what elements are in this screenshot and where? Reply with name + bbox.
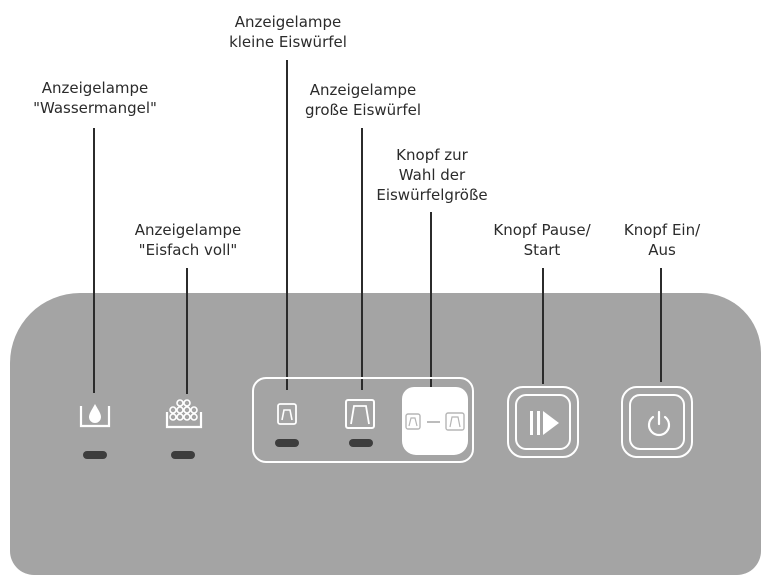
label-line: Eiswürfelgröße xyxy=(376,186,488,204)
small-ice-led xyxy=(275,439,299,447)
play-pause-icon xyxy=(530,411,559,435)
leader-ice-full xyxy=(186,268,188,394)
leader-water-shortage xyxy=(93,128,95,393)
water-drop-in-tray-icon xyxy=(79,404,111,428)
water-shortage-led xyxy=(83,451,107,459)
label-size-button: Knopf zur Wahl der Eiswürfelgröße xyxy=(376,145,487,205)
label-line: Wahl der xyxy=(398,166,466,184)
leader-large-ice xyxy=(361,128,363,390)
power-button-face xyxy=(629,394,685,450)
small-ice-cube-icon xyxy=(277,403,297,425)
label-small-ice: Anzeigelampe kleine Eiswürfel xyxy=(229,12,347,52)
label-line: Knopf Ein/ xyxy=(623,221,701,239)
leader-small-ice xyxy=(286,60,288,390)
label-pause-start: Knopf Pause/ Start xyxy=(493,220,590,260)
leader-size-button xyxy=(430,212,432,392)
ice-full-led xyxy=(171,451,195,459)
label-line: große Eiswürfel xyxy=(304,101,422,119)
label-line: Start xyxy=(523,241,561,259)
label-line: Knopf zur xyxy=(396,146,468,164)
large-ice-cube-icon xyxy=(345,399,375,429)
label-line: "Eisfach voll" xyxy=(138,241,238,259)
label-line: Anzeigelampe xyxy=(234,13,342,31)
label-line: kleine Eiswürfel xyxy=(229,33,347,51)
ice-size-group xyxy=(252,377,474,463)
leader-power xyxy=(660,268,662,382)
ice-bin-full-icon xyxy=(165,399,203,429)
ice-size-button[interactable] xyxy=(402,387,468,455)
ice-size-toggle-icon xyxy=(405,412,465,431)
control-panel xyxy=(10,293,761,575)
leader-pause-start xyxy=(542,268,544,384)
large-ice-led xyxy=(349,439,373,447)
label-line: Anzeigelampe xyxy=(134,221,242,239)
power-icon xyxy=(647,410,671,437)
pause-start-button[interactable] xyxy=(507,386,579,458)
power-button[interactable] xyxy=(621,386,693,458)
pause-start-button-face xyxy=(515,394,571,450)
label-line: Anzeigelampe xyxy=(309,81,417,99)
label-line: Aus xyxy=(648,241,676,259)
label-line: Knopf Pause/ xyxy=(493,221,591,239)
label-power: Knopf Ein/ Aus xyxy=(624,220,700,260)
label-line: Anzeigelampe xyxy=(41,79,149,97)
label-ice-full: Anzeigelampe "Eisfach voll" xyxy=(135,220,242,260)
label-line: "Wassermangel" xyxy=(33,99,157,117)
label-large-ice: Anzeigelampe große Eiswürfel xyxy=(305,80,421,120)
label-water-shortage: Anzeigelampe "Wassermangel" xyxy=(33,78,157,118)
